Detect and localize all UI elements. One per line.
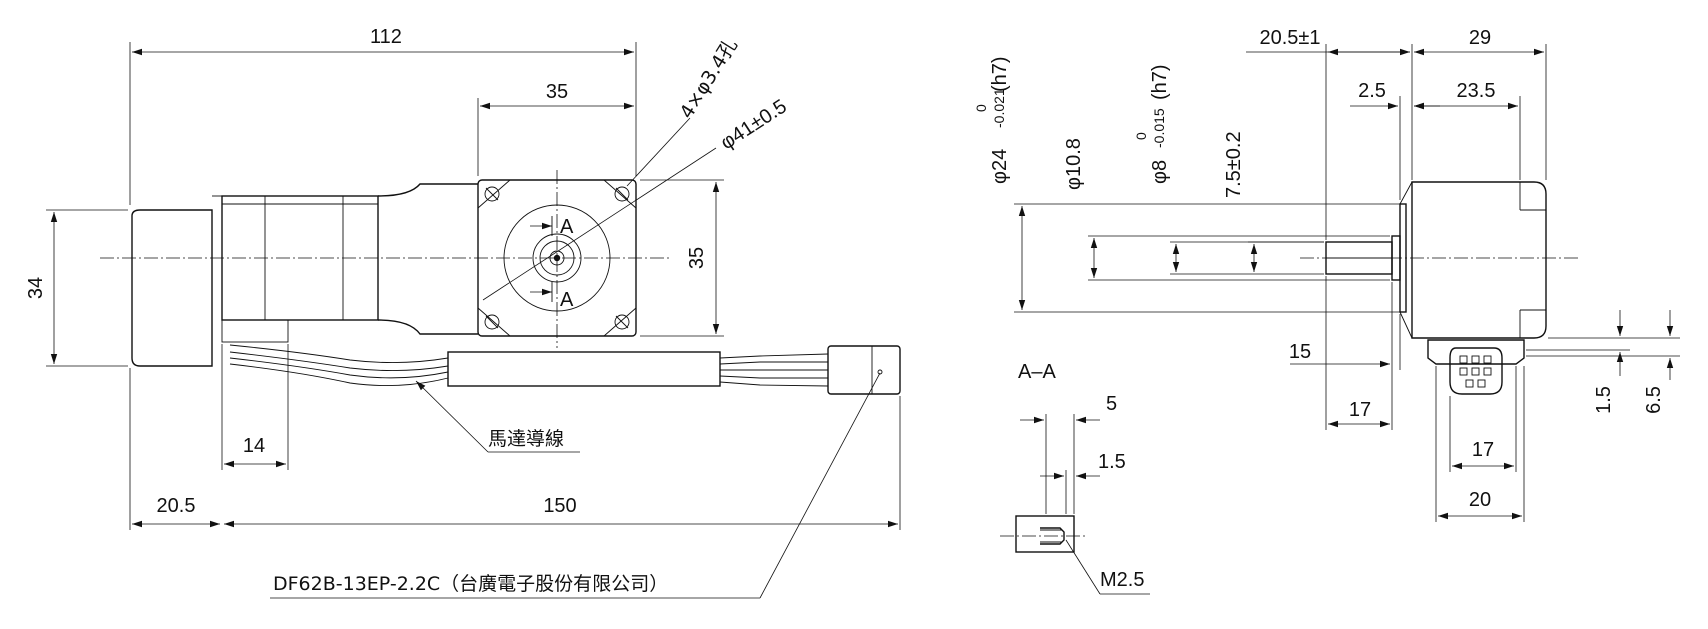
dim-phi8-tol-dn: -0.015 bbox=[1151, 108, 1167, 148]
dim-17-left: 17 bbox=[1349, 399, 1371, 421]
section-aa: A–A 5 1.5 M2.5 bbox=[1000, 361, 1150, 595]
connector-mount bbox=[1427, 339, 1525, 365]
hole-icon bbox=[484, 314, 500, 330]
dim-35-top: 35 bbox=[546, 81, 568, 103]
aa-dim-5: 5 bbox=[1106, 393, 1117, 415]
shaft-side-view bbox=[1300, 181, 1580, 395]
dim-6-5: 6.5 bbox=[1643, 386, 1665, 414]
rear-cap bbox=[131, 209, 213, 367]
dim-150: 150 bbox=[543, 495, 576, 517]
dim-29: 29 bbox=[1469, 27, 1491, 49]
dim-34: 34 bbox=[25, 277, 47, 299]
dim-20-5-top: 20.5±1 bbox=[1259, 27, 1320, 49]
dim-17-right: 17 bbox=[1472, 439, 1494, 461]
hole-icon bbox=[614, 186, 630, 202]
hole-icon bbox=[614, 314, 630, 330]
label-connector: DF62B-13EP-2.2C（台廣電子股份有限公司） bbox=[273, 573, 668, 595]
connector-body bbox=[827, 345, 901, 395]
pilot-leader bbox=[482, 147, 717, 301]
dim-phi8-fit: (h7) bbox=[1149, 64, 1171, 100]
mounting-holes bbox=[484, 186, 630, 330]
dim-phi10-8: φ10.8 bbox=[1063, 138, 1085, 190]
neck-bottom bbox=[377, 319, 478, 335]
section-label-bottom: A bbox=[560, 289, 574, 311]
dim-20-bottom: 20 bbox=[1469, 489, 1491, 511]
left-dimensions: 112 35 35 4×φ3.4孔 φ41±0.5 34 14 20.5 150 bbox=[25, 26, 901, 599]
label-cable: 馬達導線 bbox=[488, 428, 564, 450]
dim-phi8-tol-up: 0 bbox=[1133, 132, 1149, 140]
dim-2-5: 2.5 bbox=[1358, 80, 1386, 102]
dim-112: 112 bbox=[370, 26, 402, 48]
flange-front-view: A A bbox=[477, 117, 717, 348]
dim-15: 15 bbox=[1289, 341, 1311, 363]
dim-phi24-tol-up: 0 bbox=[973, 104, 989, 112]
dim-phi24-fit: (h7) bbox=[989, 56, 1011, 92]
aa-m2-5: M2.5 bbox=[1100, 569, 1144, 591]
neck-top bbox=[377, 183, 478, 197]
dim-phi24-base: φ24 bbox=[989, 149, 1011, 184]
lead-guide bbox=[221, 319, 289, 343]
motor-side-view bbox=[100, 183, 901, 395]
aa-part bbox=[1015, 515, 1075, 553]
dim-1-5-right: 1.5 bbox=[1593, 386, 1615, 414]
section-aa-title: A–A bbox=[1018, 361, 1056, 383]
body-side bbox=[1411, 181, 1547, 339]
dim-14: 14 bbox=[243, 435, 265, 457]
label-holes: 4×φ3.4孔 bbox=[676, 35, 742, 123]
dim-23-5: 23.5 bbox=[1457, 80, 1496, 102]
right-dimensions: φ24 0 -0.021 (h7) φ10.8 φ8 0 -0.015 (h7)… bbox=[973, 27, 1680, 522]
cable-sleeve bbox=[447, 351, 721, 387]
dim-35-right: 35 bbox=[686, 247, 708, 269]
section-label-top: A bbox=[560, 216, 574, 238]
hole-icon bbox=[484, 186, 500, 202]
label-pilot: φ41±0.5 bbox=[717, 95, 791, 154]
connector-pins bbox=[1459, 355, 1492, 388]
dim-phi24-tol-dn: -0.021 bbox=[991, 88, 1007, 128]
connector-face bbox=[1449, 347, 1503, 395]
dim-7-5: 7.5±0.2 bbox=[1223, 131, 1245, 198]
dim-20-5-left: 20.5 bbox=[157, 495, 196, 517]
aa-dim-1-5: 1.5 bbox=[1098, 451, 1126, 473]
dim-phi8-base: φ8 bbox=[1149, 160, 1171, 184]
